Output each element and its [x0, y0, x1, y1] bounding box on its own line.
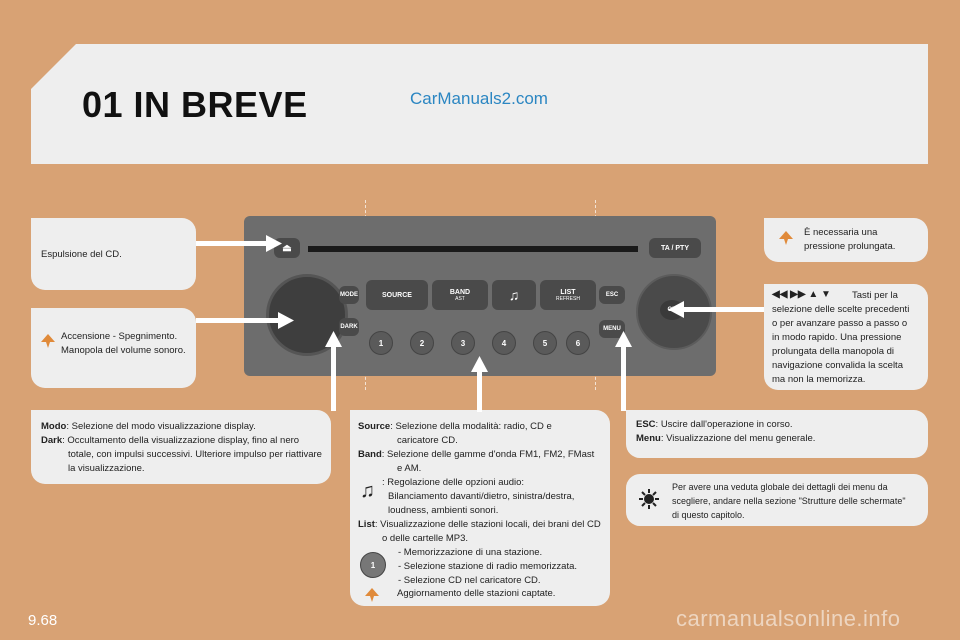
mode-row: Modo: Selezione del modo visualizzazione…	[41, 421, 256, 432]
info-line3: di questo capitolo.	[672, 510, 745, 520]
esc-row: ESC: Uscire dall'operazione in corso.	[636, 419, 793, 430]
preset-line1: - Memorizzazione di una stazione.	[398, 547, 543, 558]
preset-button-2[interactable]: 2	[410, 331, 434, 355]
cd-slot	[308, 246, 638, 252]
arrows-callout: ◀◀ ▶▶ ▲ ▼ Tasti per la selezione delle s…	[764, 284, 928, 390]
arrows-line5: navigazione convalida la scelta	[772, 360, 903, 371]
audio-line3: loudness, ambienti sonori.	[388, 505, 499, 516]
source-button[interactable]: SOURCE	[366, 280, 428, 310]
power-line2: Manopola del volume sonoro.	[61, 345, 186, 356]
ta-pty-button[interactable]: TA / PTY	[649, 238, 701, 258]
list-row: List: Visualizzazione delle stazioni loc…	[358, 519, 601, 530]
band-row: Band: Selezione delle gamme d'onda FM1, …	[358, 449, 595, 460]
preset-line3: - Selezione CD nel caricatore CD.	[398, 575, 541, 586]
bulb-icon	[365, 588, 379, 602]
list-label: LIST	[560, 288, 576, 296]
dark-line3: la visualizzazione.	[68, 463, 145, 474]
preset-long-text: Aggiornamento delle stazioni captate.	[397, 588, 556, 599]
source-row: Source: Selezione della modalità: radio,…	[358, 421, 552, 432]
dark-row: Dark: Occultamento della visualizzazione…	[41, 435, 300, 446]
watermark-text: CarManuals2.com	[410, 89, 548, 108]
eject-button[interactable]: ⏏	[274, 238, 300, 258]
audio-button[interactable]: ♫	[492, 280, 536, 310]
arrows-line1: selezione delle scelte precedenti	[772, 304, 910, 315]
preset-button-5[interactable]: 5	[533, 331, 557, 355]
preset-line2: - Selezione stazione di radio memorizzat…	[398, 561, 578, 572]
dark-line2: totale, con impulsi successivi. Ulterior…	[68, 449, 322, 460]
menu-row: Menu: Visualizzazione del menu generale.	[636, 433, 816, 444]
arrows-glyphs: ◀◀ ▶▶ ▲ ▼	[772, 289, 831, 300]
info-line2: scegliere, andare nella sezione "Struttu…	[672, 496, 906, 506]
preset-button-6[interactable]: 6	[566, 331, 590, 355]
mode-button[interactable]: MODE	[339, 286, 359, 304]
footer-watermark: carmanualsonline.info	[676, 606, 901, 631]
bulb-icon	[779, 231, 793, 245]
source-line2: caricatore CD.	[397, 435, 458, 446]
band-sub-label: AST	[455, 295, 465, 302]
preset-button-4[interactable]: 4	[492, 331, 516, 355]
list-sub-label: REFRESH	[556, 295, 580, 302]
power-line1: Accensione - Spegnimento.	[61, 331, 178, 342]
source-arrow	[477, 370, 482, 412]
info-line1: Per avere una veduta globale dei dettagl…	[672, 482, 888, 492]
dark-button[interactable]: DARK	[339, 318, 359, 336]
volume-knob[interactable]	[266, 274, 348, 356]
eject-text: Espulsione del CD.	[41, 249, 122, 260]
music-note-icon: ♫	[360, 480, 375, 502]
arrows-line4: prolungata della manopola di	[772, 346, 895, 357]
bulb-icon	[41, 334, 55, 348]
esc-menu-callout: ESC: Uscire dall'operazione in corso. Me…	[626, 410, 928, 458]
long-press-line1: È necessaria una	[804, 227, 878, 238]
long-press-callout: È necessaria una pressione prolungata.	[764, 218, 928, 262]
arrows-line3: in modo rapido. Una pressione	[772, 332, 902, 343]
page-title: 01 IN BREVE	[82, 84, 308, 125]
menu-button[interactable]: MENU	[599, 320, 625, 338]
audio-line2: Bilanciamento davanti/dietro, sinistra/d…	[388, 491, 575, 502]
arrows-line0: Tasti per la	[852, 290, 898, 301]
source-band-callout: Source: Selezione della modalità: radio,…	[350, 410, 610, 606]
preset-button-3[interactable]: 3	[451, 331, 475, 355]
long-press-line2: pressione prolungata.	[804, 241, 896, 252]
preset-example-icon: 1	[360, 552, 386, 578]
gear-icon	[639, 489, 659, 509]
eject-callout: Espulsione del CD.	[31, 218, 196, 290]
power-callout: Accensione - Spegnimento. Manopola del v…	[31, 308, 196, 388]
header-card	[31, 44, 928, 164]
audio-line1: : Regolazione delle opzioni audio:	[382, 477, 525, 488]
preset-button-1[interactable]: 1	[369, 331, 393, 355]
esc-button[interactable]: ESC	[599, 286, 625, 304]
arrows-line6: ma non la memorizza.	[772, 374, 866, 385]
info-callout: Per avere una veduta globale dei dettagl…	[626, 474, 928, 526]
band-label: BAND	[449, 288, 471, 296]
arrows-line2: o per avanzare passo a passo o	[772, 318, 908, 329]
list-line2: o delle cartelle MP3.	[382, 533, 469, 544]
ok-button[interactable]: OK	[660, 300, 684, 320]
page-number: 9.68	[28, 612, 58, 629]
mode-dark-callout: Modo: Selezione del modo visualizzazione…	[31, 410, 331, 484]
band-line2: e AM.	[397, 463, 422, 474]
